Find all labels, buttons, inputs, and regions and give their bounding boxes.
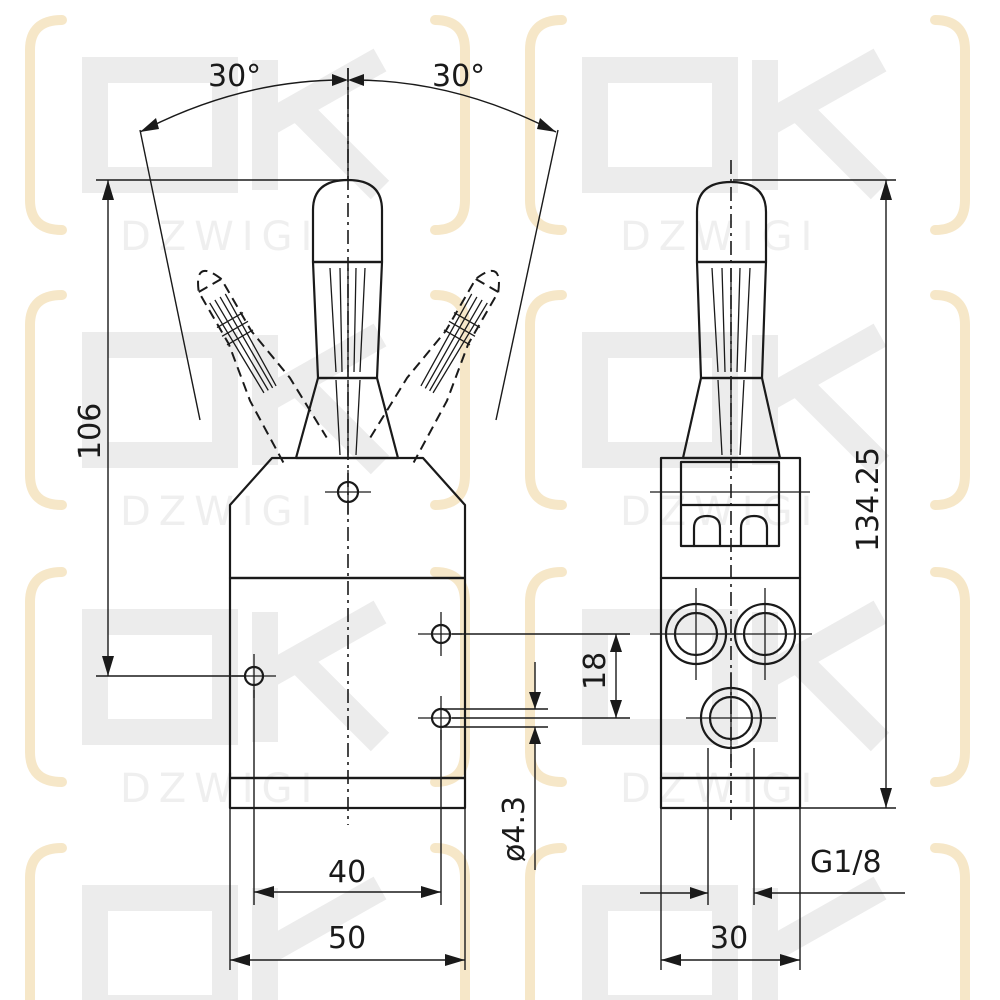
port-upper-right: [720, 588, 812, 680]
front-view: [197, 68, 500, 825]
dim-width-40: 40: [253, 690, 442, 905]
plunger-right: [739, 514, 769, 548]
watermark-text: DZWIGI: [120, 766, 320, 812]
handle-ghost-left: [197, 269, 328, 463]
dim-width-30: 30: [660, 808, 801, 970]
dim-height-106: 106: [73, 179, 345, 677]
dim-angle: 30° 30°: [139, 59, 559, 421]
label-thread: G1/8: [810, 845, 882, 880]
handle-ghost-right: [369, 269, 500, 463]
label-width-40: 40: [328, 855, 366, 890]
watermark-text: DZWIGI: [620, 489, 820, 535]
label-width-30: 30: [710, 921, 748, 956]
label-angle-right: 30°: [432, 59, 485, 94]
dim-hole-diameter: ø4.3: [441, 662, 548, 870]
pivot-hole: [325, 470, 371, 515]
dim-spacing-18: 18: [452, 633, 630, 719]
label-spacing-18: 18: [578, 652, 613, 690]
label-width-50: 50: [328, 921, 366, 956]
plunger-left: [692, 514, 722, 548]
watermark-text: DZWIGI: [120, 489, 320, 535]
watermark-text: DZWIGI: [120, 214, 320, 260]
side-view: [650, 160, 812, 820]
dim-height-134: 134.25: [733, 179, 896, 809]
dimensions: 30° 30° 106 134.25 18: [73, 59, 905, 970]
label-height-106: 106: [73, 403, 108, 460]
port-lower: [686, 672, 776, 762]
watermark-text: DZWIGI: [620, 766, 820, 812]
dim-width-50: 50: [229, 808, 466, 970]
label-hole-diameter: ø4.3: [497, 796, 532, 862]
watermark-texts: DZWIGI DZWIGI DZWIGI DZWIGI DZWIGI DZWIG…: [120, 214, 820, 812]
label-angle-left: 30°: [208, 59, 261, 94]
side-handle-knob: [695, 180, 768, 264]
label-height-134: 134.25: [851, 447, 886, 552]
watermark-text: DZWIGI: [620, 214, 820, 260]
dim-thread: G1/8: [640, 748, 905, 905]
